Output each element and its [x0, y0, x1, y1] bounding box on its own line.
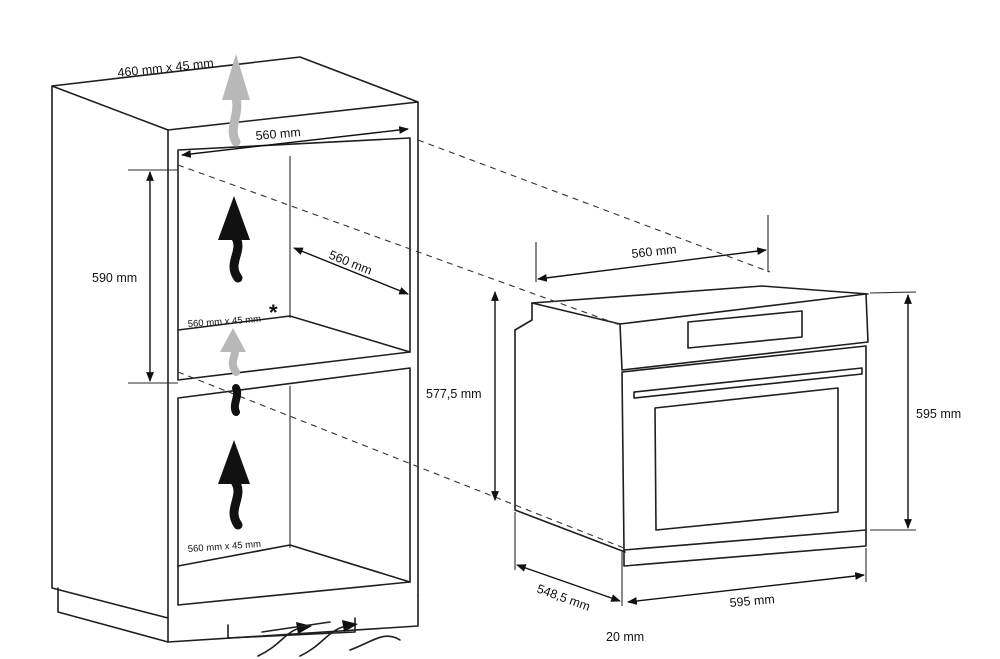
- oven: [514, 285, 869, 567]
- oven-top-width-label: 560 mm: [631, 242, 677, 261]
- projection-lines: [177, 139, 771, 549]
- cabinet-width-label: 560 mm: [255, 125, 301, 143]
- airflow-arrows: [218, 54, 401, 657]
- airflow-arrow-upper: [218, 196, 250, 283]
- oven-front-height-label: 595 mm: [916, 407, 961, 421]
- oven-body-height-label: 577,5 mm: [426, 387, 482, 401]
- top-vent-label: 460 mm x 45 mm: [117, 56, 214, 80]
- oven-front-width-label: 595 mm: [729, 592, 775, 610]
- shelf-vent-label: 560 mm x 45 mm: [187, 314, 261, 330]
- niche-height-label: 590 mm: [92, 271, 137, 285]
- shelf-vent-asterisk: *: [269, 300, 278, 325]
- airflow-arrow-top: [222, 54, 250, 147]
- airflow-arrow-lower: [218, 440, 250, 530]
- oven-door-offset-label: 20 mm: [606, 630, 644, 644]
- oven-depth-label: 548,5 mm: [535, 582, 592, 614]
- airflow-arrow-shelf: [220, 328, 246, 376]
- airflow-inflow-bottom: [257, 620, 401, 657]
- lower-vent-label: 560 mm x 45 mm: [187, 539, 261, 555]
- niche-depth-label: 560 mm: [327, 248, 374, 278]
- dimension-lines: [128, 126, 917, 606]
